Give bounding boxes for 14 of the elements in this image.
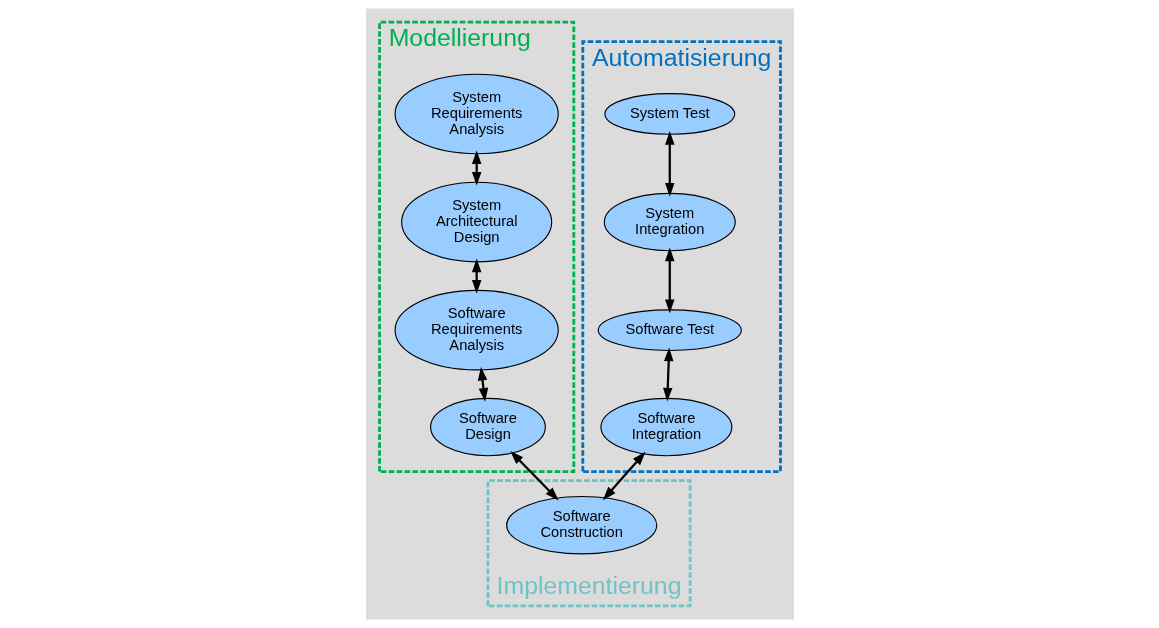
- node-ellipse: Software Construction: [505, 495, 657, 555]
- arrow: [664, 131, 675, 197]
- arrow: [602, 451, 645, 501]
- arrow: [509, 450, 559, 501]
- node-ellipse: System Integration: [603, 192, 736, 252]
- node-ellipse: Software Design: [429, 397, 546, 457]
- node-ellipse: System Requirements Analysis: [394, 73, 559, 155]
- node-ellipse: System Test: [603, 93, 735, 135]
- node-ellipse: System Architectural Design: [400, 181, 552, 263]
- arrow: [662, 347, 673, 402]
- node-ellipse: Software Test: [597, 309, 742, 352]
- arrow: [664, 247, 675, 314]
- node-ellipse: Software Integration: [599, 397, 732, 457]
- node-ellipse: Software Requirements Analysis: [394, 289, 559, 371]
